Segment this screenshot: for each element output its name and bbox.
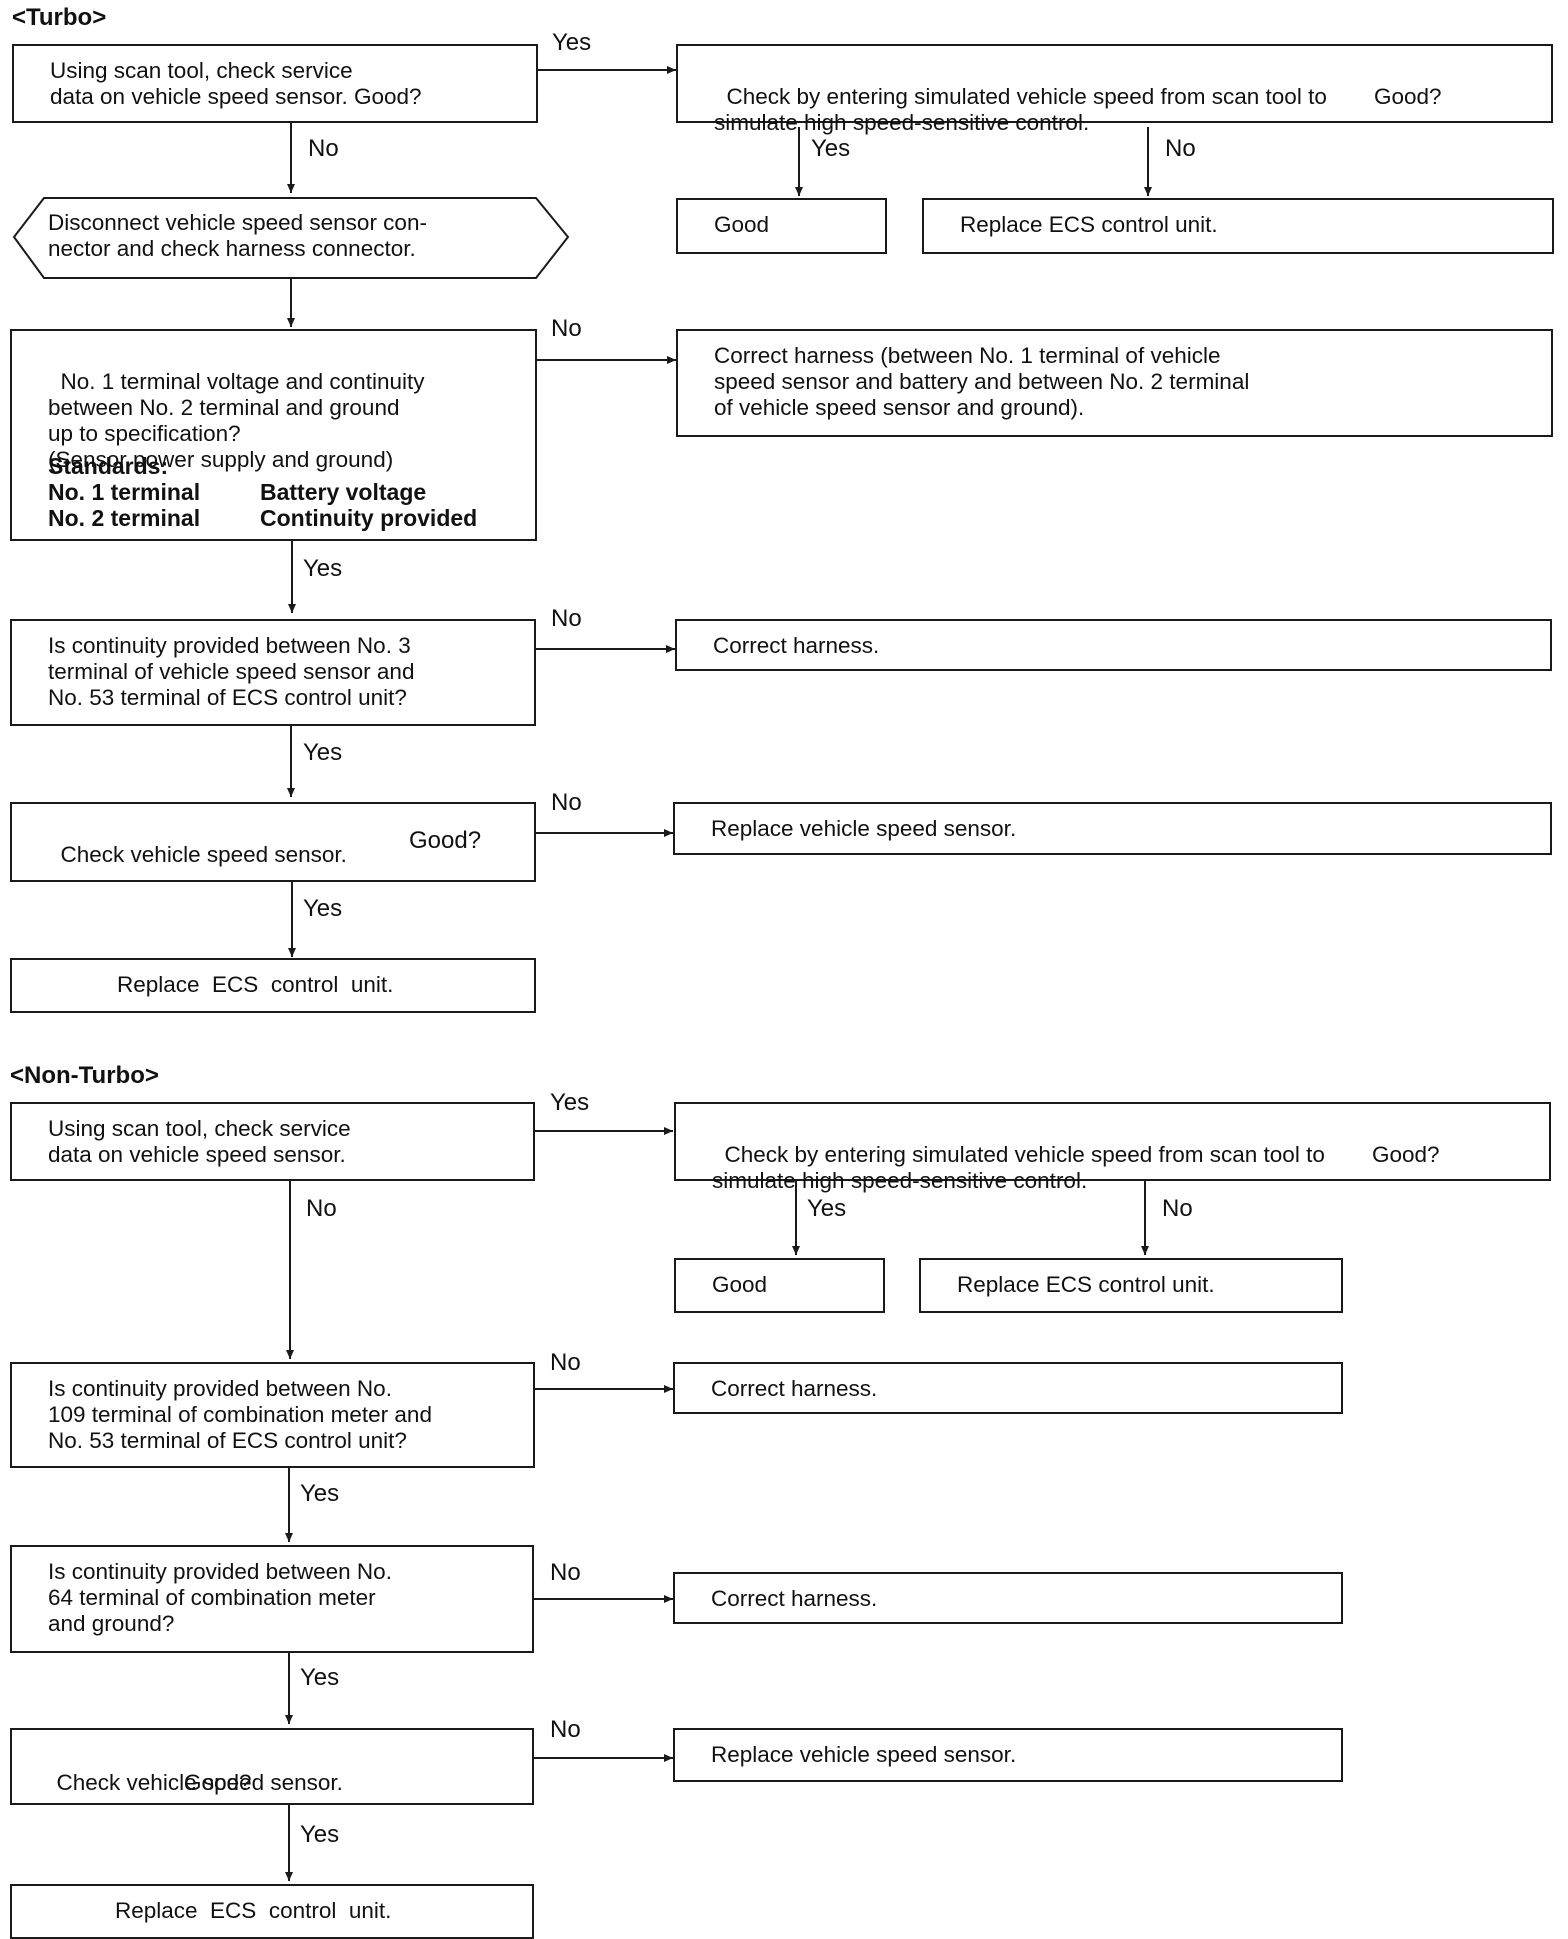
nonturbo-correct-harness-1-box: Correct harness. xyxy=(673,1362,1343,1414)
turbo-check-service-data-box: Using scan tool, check service data on v… xyxy=(12,44,538,123)
turbo-q2-yes-label: Yes xyxy=(303,555,343,582)
turbo-simulated-speed-text: Check by entering simulated vehicle spee… xyxy=(714,84,1327,135)
nonturbo-no-label: No xyxy=(306,1195,337,1222)
nonturbo-replace-ecs-right-box: Replace ECS control unit. xyxy=(919,1258,1343,1313)
nonturbo-continuity-no64-box: Is continuity provided between No. 64 te… xyxy=(10,1545,534,1653)
turbo-std-terminal-2: No. 2 terminal xyxy=(48,505,201,531)
nonturbo-correct-harness-2-box: Correct harness. xyxy=(673,1572,1343,1624)
turbo-q4-no-label: No xyxy=(551,789,582,816)
turbo-terminal-voltage-box: No. 1 terminal voltage and continuity be… xyxy=(10,329,537,541)
turbo-simulated-speed-box: Check by entering simulated vehicle spee… xyxy=(676,44,1553,135)
turbo-standards-label: Standards: xyxy=(48,453,169,479)
turbo-q3-yes-label: Yes xyxy=(303,739,343,766)
nonturbo-continuity-no109-box: Is continuity provided between No. 109 t… xyxy=(10,1362,535,1468)
turbo-continuity-no3-box: Is continuity provided between No. 3 ter… xyxy=(10,619,536,726)
nonturbo-q2-no-label: No xyxy=(550,1349,581,1376)
turbo-check-sensor-box: Check vehicle speed sensor. Good? xyxy=(10,802,536,882)
nonturbo-check-sensor-box: Check vehicle speed sensor. Good? xyxy=(10,1728,534,1805)
nonturbo-sim-yes-label: Yes xyxy=(807,1195,847,1222)
turbo-correct-harness-box: Correct harness. xyxy=(675,619,1552,671)
turbo-replace-ecs-right-box: Replace ECS control unit. xyxy=(922,198,1554,254)
turbo-q3-no-label: No xyxy=(551,605,582,632)
turbo-disconnect-connector-hexagon: Disconnect vehicle speed sensor con- nec… xyxy=(48,210,427,261)
nonturbo-good-box: Good xyxy=(674,1258,885,1313)
nonturbo-section-title: <Non-Turbo> xyxy=(10,1062,159,1089)
nonturbo-check-sensor-good: Good? xyxy=(184,1770,252,1795)
turbo-no-label: No xyxy=(308,135,339,162)
nonturbo-q4-no-label: No xyxy=(550,1716,581,1743)
nonturbo-sim-no-label: No xyxy=(1162,1195,1193,1222)
turbo-replace-ecs-bottom-box: Replace ECS control unit. xyxy=(10,958,536,1013)
turbo-q2-no-label: No xyxy=(551,315,582,342)
nonturbo-simulated-speed-text: Check by entering simulated vehicle spee… xyxy=(712,1142,1325,1193)
turbo-simulated-speed-good: Good? xyxy=(1374,84,1442,109)
nonturbo-q3-yes-label: Yes xyxy=(300,1664,340,1691)
nonturbo-replace-ecs-bottom-box: Replace ECS control unit. xyxy=(10,1884,534,1939)
turbo-good-box: Good xyxy=(676,198,887,254)
nonturbo-q3-no-label: No xyxy=(550,1559,581,1586)
nonturbo-check-sensor-text: Check vehicle speed sensor. xyxy=(56,1770,343,1795)
nonturbo-yes-label: Yes xyxy=(550,1089,590,1116)
turbo-replace-sensor-box: Replace vehicle speed sensor. xyxy=(673,802,1552,855)
nonturbo-simulated-speed-box: Check by entering simulated vehicle spee… xyxy=(674,1102,1551,1193)
turbo-correct-harness-long-box: Correct harness (between No. 1 terminal … xyxy=(676,329,1553,437)
nonturbo-q4-yes-label: Yes xyxy=(300,1821,340,1848)
nonturbo-q2-yes-label: Yes xyxy=(300,1480,340,1507)
turbo-check-sensor-text: Check vehicle speed sensor. xyxy=(60,842,347,867)
turbo-check-sensor-good: Good? xyxy=(409,827,482,854)
turbo-terminal-voltage-text: No. 1 terminal voltage and continuity be… xyxy=(48,369,425,472)
turbo-yes-label: Yes xyxy=(552,29,592,56)
nonturbo-check-service-data-box: Using scan tool, check service data on v… xyxy=(10,1102,535,1181)
nonturbo-replace-sensor-box: Replace vehicle speed sensor. xyxy=(673,1728,1343,1782)
turbo-sim-no-label: No xyxy=(1165,135,1196,162)
nonturbo-simulated-speed-good: Good? xyxy=(1372,1142,1440,1167)
turbo-std-terminal-1: No. 1 terminal xyxy=(48,479,201,505)
turbo-std-value-2: Continuity provided xyxy=(260,505,478,531)
turbo-sim-yes-label: Yes xyxy=(811,135,851,162)
turbo-section-title: <Turbo> xyxy=(12,4,107,31)
turbo-std-value-1: Battery voltage xyxy=(260,479,427,505)
turbo-q4-yes-label: Yes xyxy=(303,895,343,922)
